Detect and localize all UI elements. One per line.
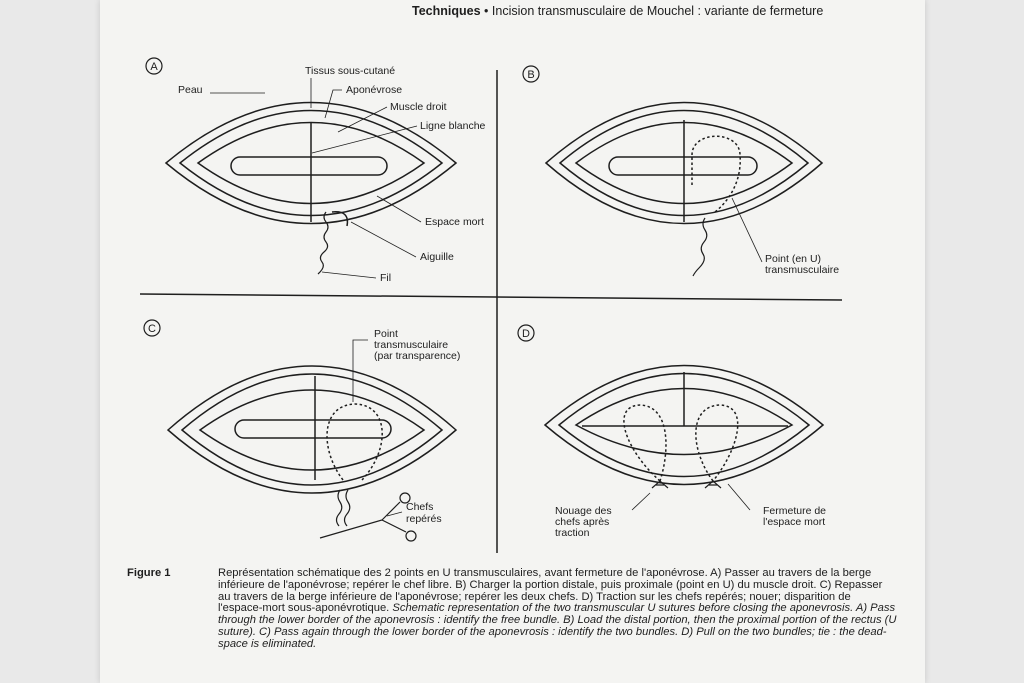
figure-caption: Figure 1 Représentation schématique des … xyxy=(127,567,897,651)
header-section: Techniques xyxy=(412,4,481,18)
knot-right xyxy=(695,404,739,482)
header-separator: • xyxy=(484,4,489,18)
panel-d: D Nouage des chefs après traction Fermet… xyxy=(517,324,826,539)
suture-thread xyxy=(317,211,329,275)
surgical-diagram: A Peau Tissus sous-cutané Aponévrose xyxy=(139,57,843,553)
forceps-clamp xyxy=(319,492,417,542)
subcutaneous-outline xyxy=(557,372,811,478)
label-aiguille: Aiguille xyxy=(420,251,454,263)
header-subtitle: Incision transmusculaire de Mouchel : va… xyxy=(491,4,824,18)
panel-c: C Point transmusculaire (par transparenc… xyxy=(143,319,460,542)
panel-a-letter: A xyxy=(150,61,158,73)
rectus-muscle-slit xyxy=(230,156,388,176)
label-nouage-3: traction xyxy=(555,527,590,539)
label-nouage-2: chefs après xyxy=(555,516,609,528)
caption-label: Figure 1 xyxy=(127,567,171,579)
label-tissus: Tissus sous-cutané xyxy=(305,65,395,77)
label-point-c-2: transmusculaire xyxy=(374,339,448,351)
running-header: Techniques • Incision transmusculaire de… xyxy=(412,4,892,18)
label-aponevrose: Aponévrose xyxy=(346,84,402,96)
subcutaneous-outline xyxy=(558,109,810,217)
panel-a: A Peau Tissus sous-cutané Aponévrose xyxy=(145,57,486,284)
caption-english: Schematic representation of the two tran… xyxy=(218,602,897,650)
label-fermeture-2: l'espace mort xyxy=(763,516,825,528)
label-fil: Fil xyxy=(380,272,391,284)
needle xyxy=(331,211,349,227)
aponeurosis-outline xyxy=(574,121,794,205)
aponeurosis-outline xyxy=(574,387,794,456)
label-ligne: Ligne blanche xyxy=(420,120,486,132)
subcutaneous-outline xyxy=(178,109,444,217)
panel-a-badge xyxy=(145,57,163,75)
aponeurosis-outline xyxy=(198,389,426,471)
label-espace: Espace mort xyxy=(425,216,484,228)
divider-horizontal xyxy=(139,293,843,301)
aponeurosis-outline xyxy=(196,121,426,205)
panel-c-letter: C xyxy=(148,323,156,335)
label-nouage-1: Nouage des xyxy=(555,505,612,517)
skin-outline xyxy=(164,101,458,225)
suture-threads xyxy=(335,489,351,527)
label-point-u-1: Point (en U) xyxy=(765,253,821,265)
panel-b-badge xyxy=(522,65,540,83)
panel-c-badge xyxy=(143,319,161,337)
skin-outline xyxy=(544,101,824,225)
skin-outline xyxy=(543,364,825,486)
panel-d-letter: D xyxy=(522,328,530,340)
figure-page: Techniques • Incision transmusculaire de… xyxy=(100,0,925,683)
skin-outline xyxy=(166,365,458,494)
label-fermeture-1: Fermeture de xyxy=(763,505,826,517)
panel-d-badge xyxy=(517,324,535,342)
label-chefs-2: repérés xyxy=(406,513,442,525)
subcutaneous-outline xyxy=(180,373,444,486)
rectus-muscle-slit xyxy=(234,419,392,439)
label-chefs-1: Chefs xyxy=(406,501,433,513)
panel-b-letter: B xyxy=(527,69,534,81)
u-suture xyxy=(326,403,383,481)
label-muscle: Muscle droit xyxy=(390,101,447,113)
suture-thread xyxy=(692,217,708,277)
label-point-c-3: (par transparence) xyxy=(374,350,460,362)
rectus-muscle-slit xyxy=(608,156,758,176)
u-suture xyxy=(691,135,741,213)
panel-b: B Point (en U) transmusculaire xyxy=(522,65,839,277)
label-point-u-2: transmusculaire xyxy=(765,264,839,276)
caption-french: Représentation schématique des 2 points … xyxy=(218,567,883,615)
knot-left xyxy=(623,404,667,482)
label-point-c-1: Point xyxy=(374,328,398,340)
knot-ties xyxy=(651,480,722,489)
label-peau: Peau xyxy=(178,84,203,96)
